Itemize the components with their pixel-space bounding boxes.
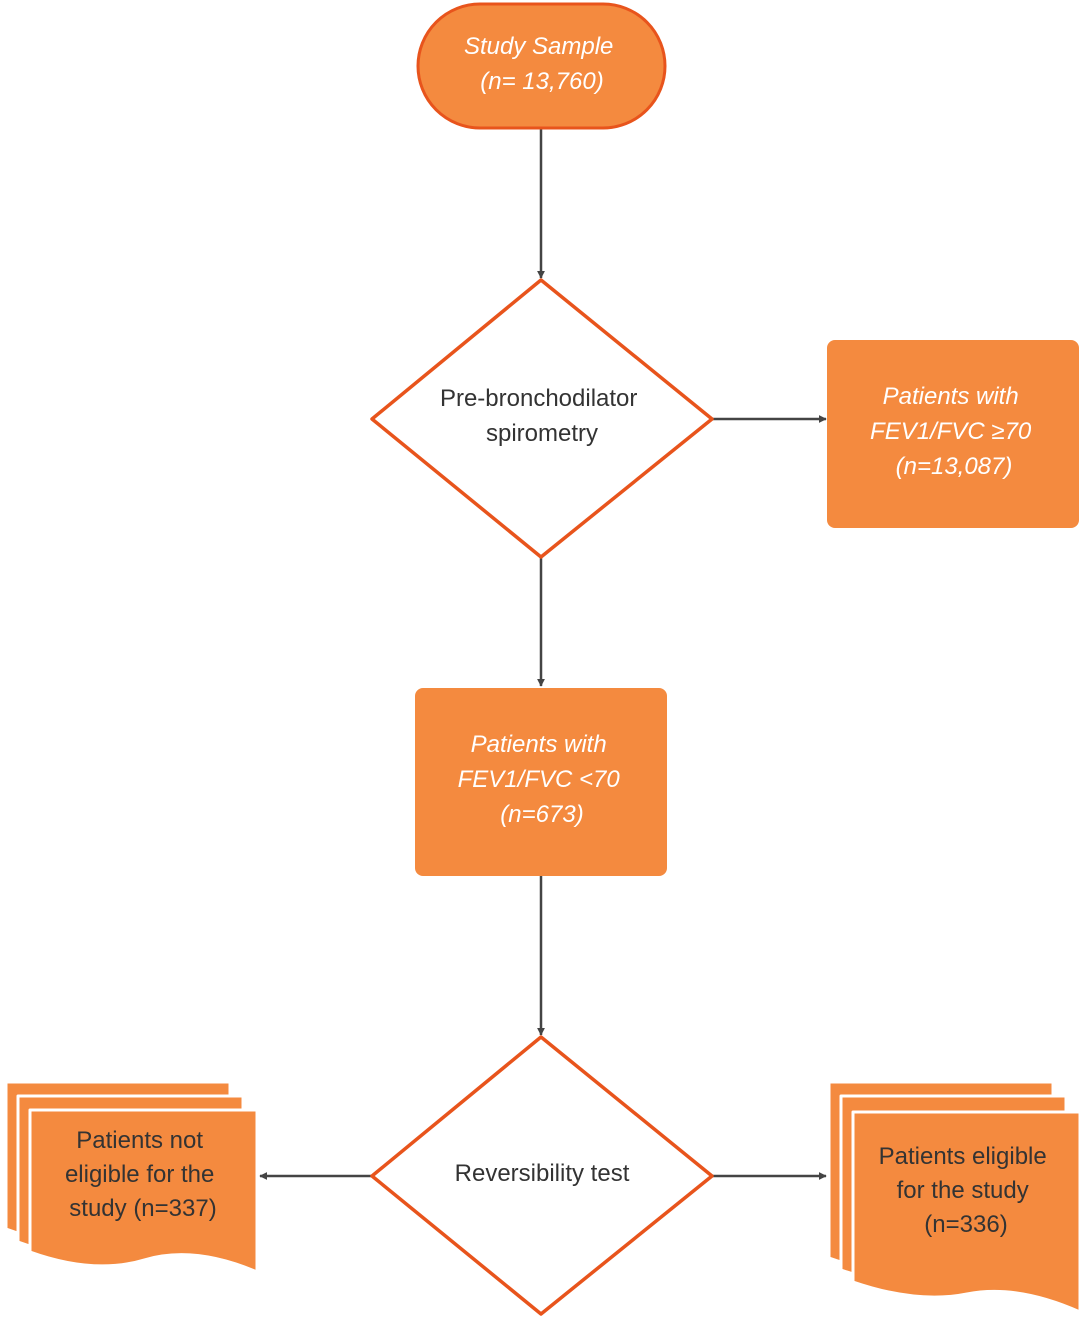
svg-text:Reversibility test: Reversibility test	[455, 1160, 630, 1187]
node-pre-bronchodilator: Pre-bronchodilator spirometry	[370, 278, 714, 559]
node-not-eligible: Patients not eligible for the study (n=3…	[4, 1080, 259, 1274]
not-eligible-line-3: study (n=337)	[69, 1195, 216, 1222]
svg-text:Pre-bronchodilator spiro: Pre-bronchodilator spirometry	[440, 385, 644, 447]
not-eligible-line-2: eligible for the	[65, 1161, 214, 1188]
reversibility-line-1: Reversibility test	[455, 1160, 630, 1187]
node-reversibility: Reversibility test	[370, 1035, 714, 1316]
node-fev-lt70: Patients with FEV1/FVC <70 (n=673)	[415, 688, 667, 876]
svg-text:Study Sample (n= 13,760): Study Sample (n= 13,760)	[464, 33, 620, 95]
document-shape-front	[851, 1110, 1082, 1314]
study-sample-line-1: Study Sample	[464, 33, 613, 60]
eligible-line-3: (n=336)	[924, 1211, 1007, 1238]
decision-diamond	[370, 278, 714, 559]
document-shape-front	[28, 1108, 259, 1274]
fev-ge70-line-1: Patients with	[883, 383, 1019, 410]
eligible-line-1: Patients eligible	[879, 1143, 1047, 1170]
eligible-line-2: for the study	[897, 1177, 1029, 1204]
svg-text:Patients eligible for th: Patients eligible for the study (n=336)	[879, 1143, 1054, 1238]
study-sample-line-2: (n= 13,760)	[480, 68, 603, 95]
node-eligible: Patients eligible for the study (n=336)	[827, 1080, 1082, 1314]
svg-text:Patients with FEV1/FVC ≥: Patients with FEV1/FVC ≥70 (n=13,087)	[870, 383, 1038, 480]
fev-lt70-line-3: (n=673)	[500, 801, 583, 828]
fev-lt70-line-1: Patients with	[471, 731, 607, 758]
node-fev-ge70: Patients with FEV1/FVC ≥70 (n=13,087)	[827, 340, 1079, 528]
connectors	[259, 128, 827, 1180]
fev-lt70-line-2: FEV1/FVC <70	[458, 766, 621, 793]
decision-diamond	[370, 1035, 714, 1316]
svg-text:Patients with FEV1/FVC <: Patients with FEV1/FVC <70 (n=673)	[458, 731, 627, 828]
process-box	[415, 688, 667, 876]
pre-bronchodilator-line-2: spirometry	[486, 420, 598, 447]
pre-bronchodilator-line-1: Pre-bronchodilator	[440, 385, 637, 412]
fev-ge70-line-2: FEV1/FVC ≥70	[870, 418, 1032, 445]
not-eligible-line-1: Patients not	[76, 1127, 203, 1154]
fev-ge70-line-3: (n=13,087)	[896, 453, 1013, 480]
node-study-sample: Study Sample (n= 13,760)	[416, 2, 667, 130]
svg-text:Patients not eligible fo: Patients not eligible for the study (n=3…	[65, 1127, 221, 1222]
terminator-shape	[416, 2, 667, 130]
process-box	[827, 340, 1079, 528]
